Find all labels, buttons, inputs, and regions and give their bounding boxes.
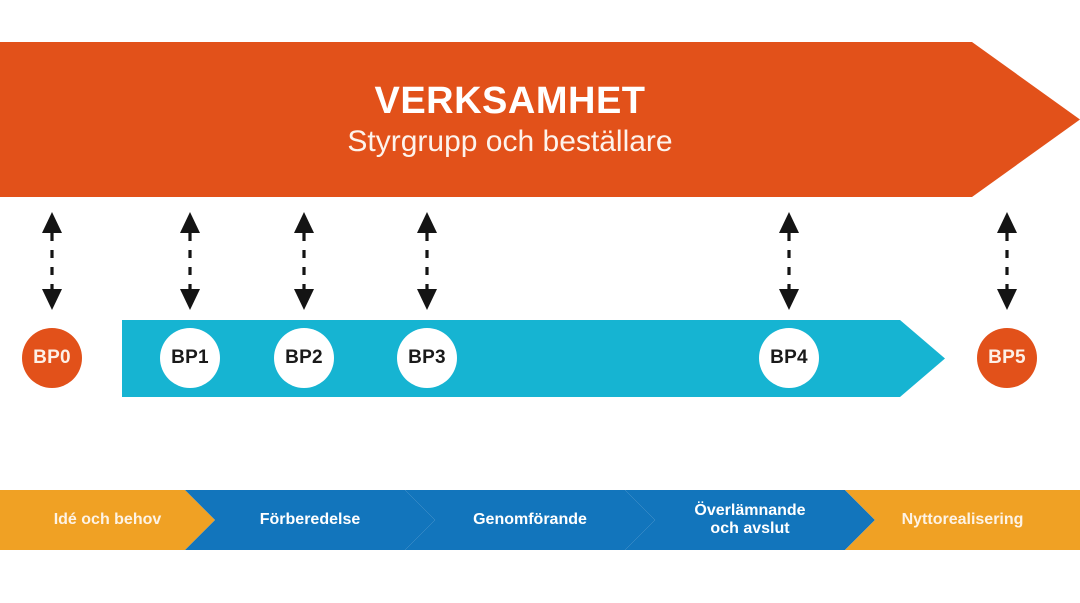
decision-point-label: BP4 — [770, 347, 808, 368]
phase-segment-3[interactable]: Genomförande — [405, 490, 655, 550]
decision-point-label: BP0 — [33, 347, 71, 368]
decision-point-bp4[interactable]: BP4 — [759, 328, 819, 388]
verksamhet-banner: VERKSAMHET Styrgrupp och beställare — [0, 42, 1080, 197]
dashed-double-arrow-bp4 — [778, 211, 800, 311]
decision-point-bp0[interactable]: BP0 — [22, 328, 82, 388]
phase-label: Genomförande — [473, 510, 587, 528]
decision-point-label: BP2 — [285, 347, 323, 368]
decision-point-band — [122, 320, 945, 397]
phase-segment-5[interactable]: Nyttorealisering — [845, 490, 1080, 550]
dashed-double-arrow-bp2 — [293, 211, 315, 311]
decision-point-bp5[interactable]: BP5 — [977, 328, 1037, 388]
decision-point-bp1[interactable]: BP1 — [160, 328, 220, 388]
banner-title: VERKSAMHET — [374, 79, 646, 122]
phase-label: Idé och behov — [53, 510, 162, 528]
dashed-double-arrow-bp5 — [996, 211, 1018, 311]
banner-subtitle: Styrgrupp och beställare — [347, 124, 673, 158]
phase-segment-2[interactable]: Förberedelse — [185, 490, 435, 550]
decision-point-label: BP5 — [988, 347, 1026, 368]
phase-bar: Idé och behov Förberedelse Genomförande Öve… — [0, 490, 1080, 550]
phase-segment-1[interactable]: Idé och behov — [0, 490, 215, 550]
decision-point-bp3[interactable]: BP3 — [397, 328, 457, 388]
phase-label: Förberedelse — [259, 510, 361, 528]
decision-point-bp2[interactable]: BP2 — [274, 328, 334, 388]
dashed-double-arrow-bp3 — [416, 211, 438, 311]
decision-point-label: BP3 — [408, 347, 446, 368]
dashed-double-arrow-bp0 — [41, 211, 63, 311]
phase-label: Nyttorealisering — [901, 510, 1024, 528]
decision-point-label: BP1 — [171, 347, 209, 368]
dashed-double-arrow-bp1 — [179, 211, 201, 311]
